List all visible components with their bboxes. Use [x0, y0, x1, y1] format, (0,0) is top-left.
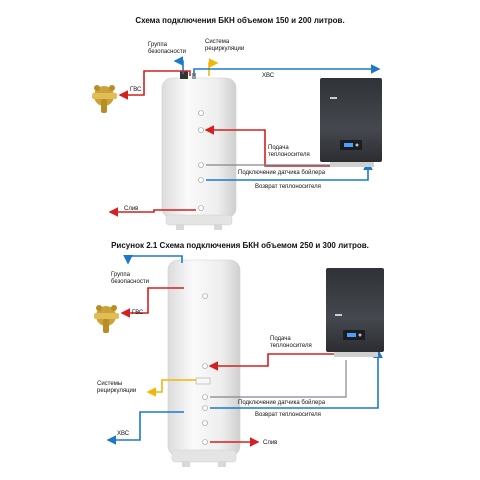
diagram-1: Схема подключения БКН объемом 150 и 200 … — [92, 16, 382, 230]
diagram-1-title: Схема подключения БКН объемом 150 и 200 … — [135, 16, 344, 25]
label-safety-group-2b: безопасности — [111, 279, 149, 285]
gas-boiler-1 — [320, 78, 382, 167]
cold-water-pipe-2 — [106, 411, 184, 445]
drain-pipe-1 — [108, 207, 196, 217]
label-safety-group-2a: Группа — [111, 272, 131, 278]
tank-2 — [167, 259, 241, 467]
label-hot-water-2: ГВС — [132, 310, 144, 316]
safety-group-pipe-1 — [173, 56, 184, 74]
safety-group-pipe-2 — [123, 255, 183, 265]
return-pipe-2 — [210, 348, 383, 409]
diagram-2: Рисунок 2.1 Схема подключения БКН объемо… — [94, 241, 384, 467]
label-drain-2: Слив — [263, 440, 277, 446]
label-sensor-2: Подключение датчика бойлера — [238, 399, 326, 406]
return-pipe-1 — [206, 160, 373, 181]
sensor-line-2 — [210, 360, 347, 398]
pipes-2 — [106, 255, 383, 447]
diagram-2-title: Рисунок 2.1 Схема подключения БКН объемо… — [111, 241, 369, 250]
tank-1 — [161, 71, 237, 230]
label-cold-water-2: ХВС — [117, 431, 130, 437]
hot-water-pipe-1 — [118, 70, 191, 100]
label-cold-water-1: ХВС — [262, 73, 275, 79]
hot-water-pipe-2 — [120, 287, 184, 318]
tap-icon — [92, 85, 117, 113]
label-supply-2a: Подача — [270, 336, 291, 342]
label-supply-2b: теплоносителя — [270, 343, 312, 349]
label-recirc-2b: рециркуляции — [97, 388, 136, 394]
label-recirc-1b: рециркуляции — [205, 46, 244, 52]
label-hot-water-1: ГВС — [130, 87, 142, 93]
recirc-pipe-1 — [208, 58, 219, 76]
gas-boiler-2 — [326, 268, 384, 357]
label-supply-1b: теплоносителя — [268, 152, 310, 158]
label-drain-1: Слив — [124, 206, 138, 212]
label-safety-group-1a: Группа — [148, 42, 168, 48]
label-sensor-1: Подключение датчика бойлера — [238, 169, 326, 176]
label-return-1: Возврат теплоносителя — [255, 184, 321, 190]
recirc-pipe-2 — [146, 379, 196, 397]
cold-water-pipe-1 — [193, 64, 381, 76]
label-supply-1a: Подача — [268, 145, 289, 151]
label-recirc-2a: Системы — [97, 381, 122, 387]
label-recirc-1a: Система — [205, 39, 230, 45]
tap-icon — [94, 305, 119, 333]
label-safety-group-1b: безопасности — [148, 49, 186, 55]
label-return-2: Возврат теплоносителя — [255, 412, 321, 418]
